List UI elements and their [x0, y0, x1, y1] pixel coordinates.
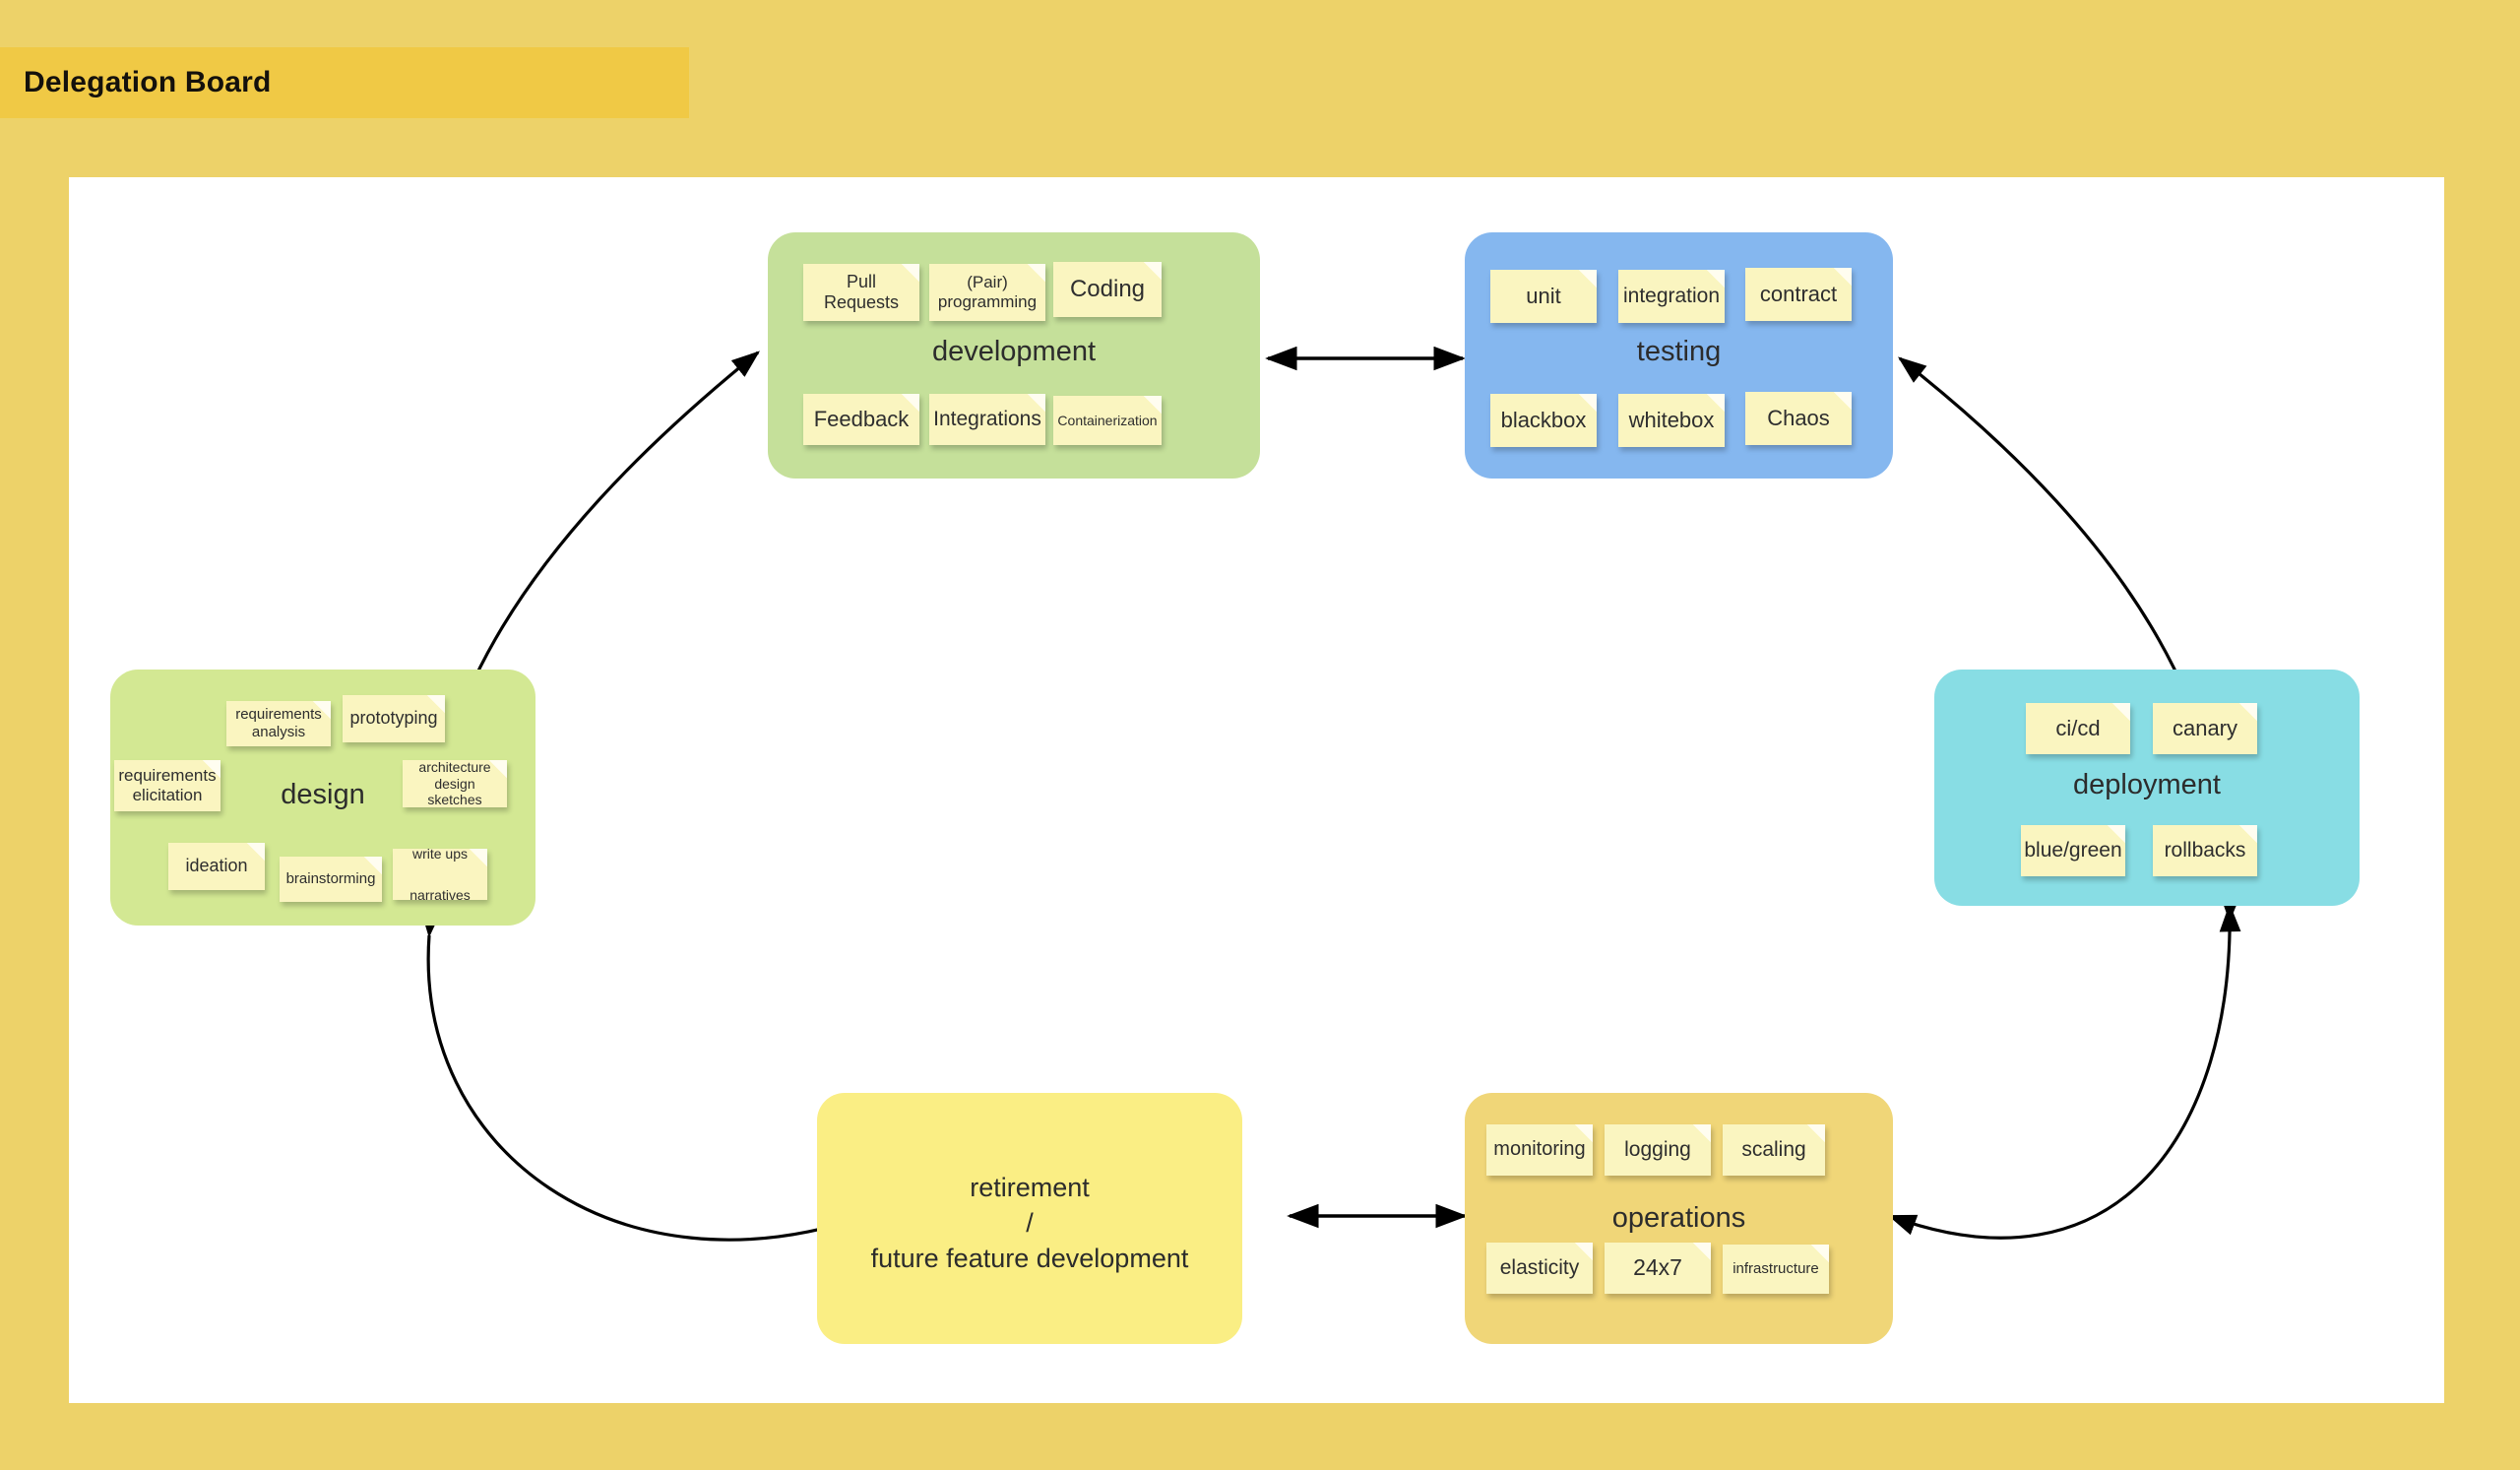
stage-development[interactable]: development Pull Requests (Pair) program…	[768, 232, 1260, 479]
header-band: Delegation Board	[0, 47, 689, 118]
stage-label-operations: operations	[1611, 1202, 1746, 1234]
note-requirements-elicitation[interactable]: requirements elicitation	[114, 760, 220, 811]
note-monitoring[interactable]: monitoring	[1486, 1124, 1593, 1176]
note-prototyping[interactable]: prototyping	[343, 695, 445, 742]
note-integration[interactable]: integration	[1618, 270, 1725, 323]
connector-deployment-operations	[1887, 903, 2241, 1240]
note-feedback[interactable]: Feedback	[803, 394, 919, 445]
note-whitebox[interactable]: whitebox	[1618, 394, 1725, 447]
note-canary[interactable]: canary	[2153, 703, 2257, 754]
note-containerization[interactable]: Containerization	[1053, 396, 1162, 445]
stage-operations[interactable]: operations monitoring logging scaling el…	[1465, 1093, 1893, 1344]
note-architecture-design-sketches[interactable]: architecture design sketches	[403, 759, 507, 807]
note-logging[interactable]: logging	[1605, 1124, 1711, 1176]
stage-label-design: design	[281, 779, 365, 810]
stage-retirement[interactable]: retirement / future feature development	[817, 1093, 1242, 1344]
connector-layer	[416, 346, 2241, 1242]
stage-label-testing: testing	[1636, 336, 1722, 367]
note-coding[interactable]: Coding	[1053, 262, 1162, 317]
note-cicd[interactable]: ci/cd	[2026, 703, 2130, 754]
stage-deployment[interactable]: deployment ci/cd canary blue/green rollb…	[1934, 670, 2360, 906]
note-ideation[interactable]: ideation	[168, 843, 265, 890]
stage-testing[interactable]: testing unit integration contract blackb…	[1465, 232, 1893, 479]
page-title: Delegation Board	[24, 66, 272, 98]
note-chaos[interactable]: Chaos	[1745, 392, 1852, 445]
stage-label-development: development	[931, 336, 1097, 367]
note-pair-programming[interactable]: (Pair) programming	[929, 264, 1045, 321]
note-contract[interactable]: contract	[1745, 268, 1852, 321]
note-integrations[interactable]: Integrations	[929, 394, 1045, 445]
stage-label-deployment: deployment	[2073, 769, 2221, 800]
note-requirements-analysis[interactable]: requirements analysis	[226, 701, 331, 746]
note-rollbacks[interactable]: rollbacks	[2153, 825, 2257, 876]
connector-retirement-design	[420, 909, 895, 1242]
board-canvas[interactable]: design requirements analysis prototyping…	[69, 177, 2444, 1403]
note-pull-requests[interactable]: Pull Requests	[803, 264, 919, 321]
stage-label-retirement: retirement / future feature development	[870, 1173, 1189, 1273]
note-brainstorming[interactable]: brainstorming	[280, 857, 382, 902]
note-blackbox[interactable]: blackbox	[1490, 394, 1597, 447]
note-infrastructure[interactable]: infrastructure	[1723, 1245, 1829, 1294]
note-blue-green[interactable]: blue/green	[2021, 825, 2125, 876]
note-write-ups-narratives[interactable]: write ups narratives	[393, 846, 487, 903]
stage-design[interactable]: design requirements analysis prototyping…	[110, 670, 536, 926]
note-elasticity[interactable]: elasticity	[1486, 1243, 1593, 1294]
note-unit[interactable]: unit	[1490, 270, 1597, 323]
note-24x7[interactable]: 24x7	[1605, 1243, 1711, 1294]
note-scaling[interactable]: scaling	[1723, 1124, 1825, 1176]
